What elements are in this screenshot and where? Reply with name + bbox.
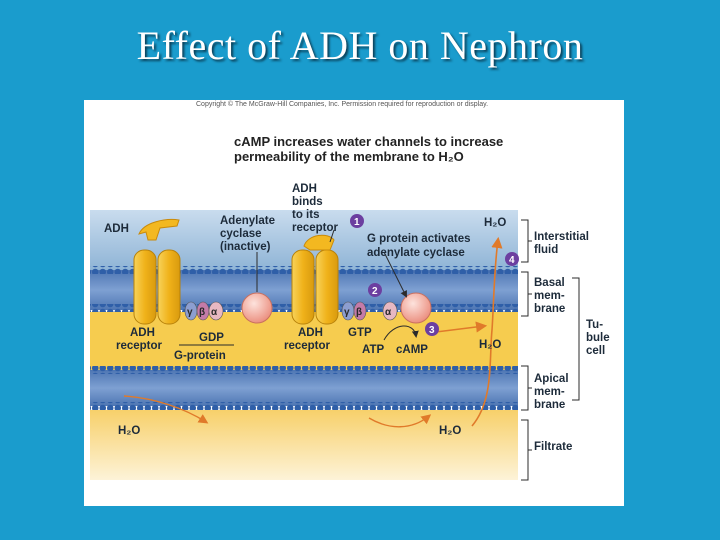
- atp-label: ATP: [362, 344, 384, 356]
- h2o-mid-label: H₂O: [479, 339, 501, 351]
- adh-receptor-mid-label-2: receptor: [284, 340, 331, 352]
- slide-title: Effect of ADH on Nephron: [0, 22, 720, 69]
- basal-membrane-label-2: mem-: [534, 290, 565, 302]
- adh-binds-label-3: to its: [292, 209, 319, 221]
- adenylate-cyclase-active: [401, 293, 431, 323]
- adenylate-cyclase-inactive: [242, 293, 272, 323]
- interstitial-fluid-label-2: fluid: [534, 244, 558, 256]
- adh-label: ADH: [104, 223, 129, 235]
- adh-binds-label-1: ADH: [292, 183, 317, 195]
- g-protein-activates-label-1: G protein activates: [367, 233, 471, 245]
- basal-membrane-label-3: brane: [534, 303, 565, 315]
- adenylate-cyclase-label-1: Adenylate: [220, 215, 275, 227]
- h2o-bottom-right-label: H₂O: [439, 425, 461, 437]
- gamma-label: γ: [187, 307, 193, 318]
- apical-membrane-label-2: mem-: [534, 386, 565, 398]
- gamma-label-2: γ: [344, 307, 350, 318]
- step-2-label: 2: [372, 286, 378, 297]
- step-4-label: 4: [509, 255, 515, 266]
- adh-binds-label-2: binds: [292, 196, 323, 208]
- h2o-bottom-left-label: H₂O: [118, 425, 140, 437]
- basal-membrane-label-1: Basal: [534, 277, 565, 289]
- beta-label-2: β: [356, 307, 362, 318]
- tubule-cell-label-2: bule: [586, 332, 610, 344]
- adh-nephron-figure: Copyright © The McGraw-Hill Companies, I…: [84, 100, 624, 506]
- adenylate-cyclase-label-2: cyclase: [220, 228, 262, 240]
- interstitial-fluid-label-1: Interstitial: [534, 231, 589, 243]
- membrane-diagram: γ β α γ β α: [84, 100, 624, 506]
- filtrate-region: [90, 410, 518, 480]
- tubule-cell-label-3: cell: [586, 345, 605, 357]
- step-1-label: 1: [354, 217, 360, 228]
- h2o-top-label: H₂O: [484, 217, 506, 229]
- g-protein-label: G-protein: [174, 350, 226, 362]
- g-protein-left: γ β α: [185, 302, 223, 320]
- adh-receptor-left-label-2: receptor: [116, 340, 163, 352]
- filtrate-label: Filtrate: [534, 441, 572, 453]
- apical-membrane-heads-bottom: [90, 402, 518, 410]
- apical-membrane-label-1: Apical: [534, 373, 569, 385]
- beta-label: β: [199, 307, 205, 318]
- adh-receptor-mid-label-1: ADH: [298, 327, 323, 339]
- adh-binds-label-4: receptor: [292, 222, 339, 234]
- adh-receptor-left-label-1: ADH: [130, 327, 155, 339]
- alpha-label: α: [211, 307, 218, 318]
- apical-membrane-heads-top: [90, 366, 518, 374]
- apical-membrane-label-3: brane: [534, 399, 565, 411]
- camp-label: cAMP: [396, 344, 428, 356]
- step-3-label: 3: [429, 325, 435, 336]
- g-protein-activates-label-2: adenylate cyclase: [367, 247, 465, 259]
- alpha-label-2: α: [385, 307, 392, 318]
- gdp-label: GDP: [199, 332, 224, 344]
- gtp-label: GTP: [348, 327, 372, 339]
- tubule-cell-label-1: Tu-: [586, 319, 603, 331]
- adenylate-cyclase-label-3: (inactive): [220, 241, 271, 253]
